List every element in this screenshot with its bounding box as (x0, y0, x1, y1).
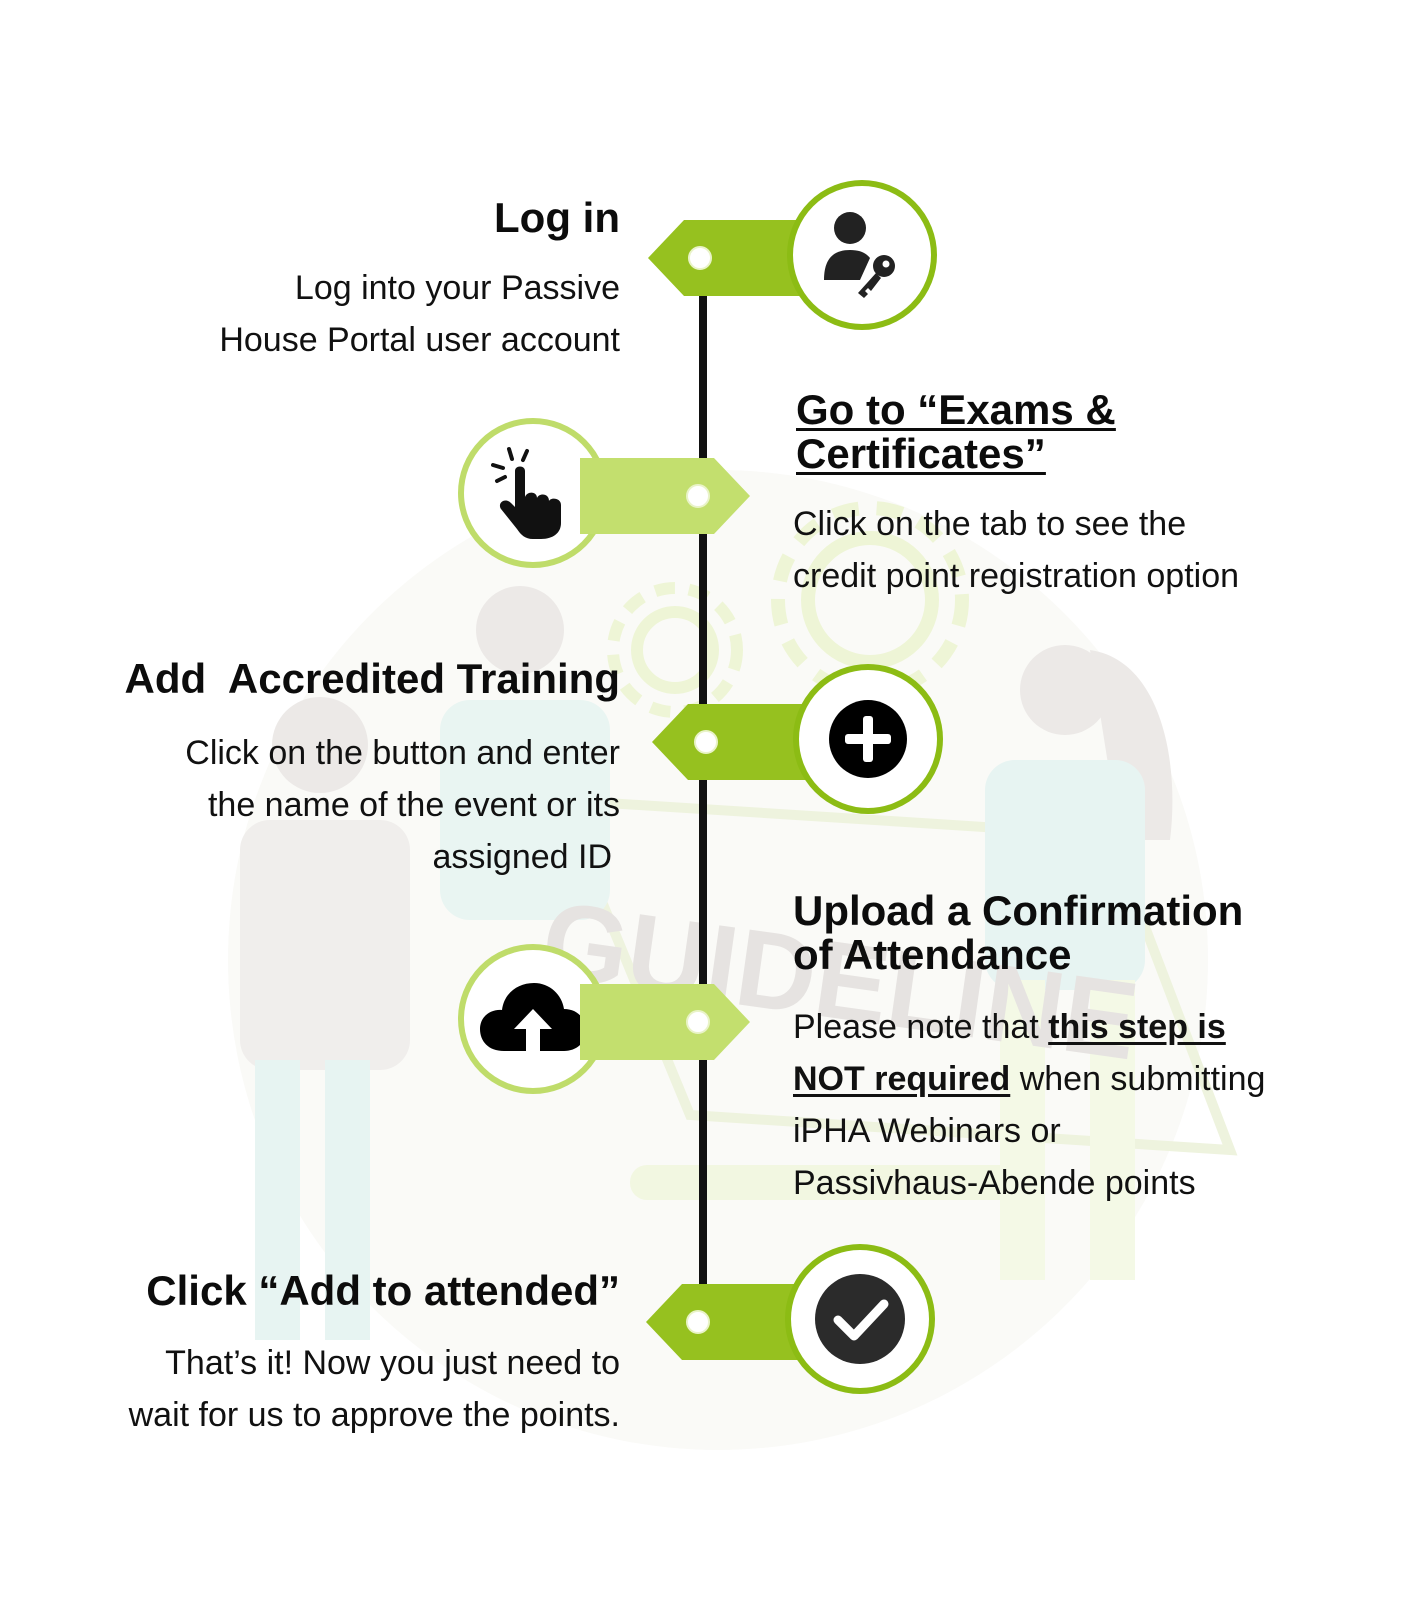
step-1-title: Log in (494, 194, 620, 241)
step-4-desc-line3: iPHA Webinars or (793, 1112, 1061, 1150)
step-1-tag-hole (688, 246, 712, 270)
person-right-figure (985, 645, 1173, 1280)
step-3-desc-line1: Click on the button and enter (185, 734, 620, 772)
check-circle-icon (815, 1274, 905, 1364)
cloud-upload-icon (480, 983, 586, 1055)
step-3-description: Click on the button and enter the name o… (100, 727, 620, 883)
step-1-desc-line2: House Portal user account (219, 321, 620, 359)
user-key-icon (824, 212, 895, 298)
step-4-description: Please note that this step is NOT requir… (793, 1001, 1393, 1209)
person-left-figure (240, 697, 410, 1340)
step-4-title: Upload a Confirmation of Attendance (793, 889, 1393, 977)
step-2-tag-hole (686, 484, 710, 508)
step-1-icon-circle (787, 180, 937, 330)
step-3-desc-line2: the name of the event or its (207, 786, 620, 824)
step-1-desc-line1: Log into your Passive (294, 269, 620, 307)
step-2-title-line1: Go to “Exams & (796, 386, 1116, 433)
plus-circle-icon (829, 700, 907, 778)
step-2-tag (580, 458, 750, 534)
step-2-title: Go to “Exams & Certificates” (796, 388, 1356, 476)
step-4-desc-pre: Please note that (793, 1008, 1049, 1046)
step-4-tag-hole (686, 1010, 710, 1034)
step-2-title-line2: Certificates” (796, 430, 1046, 477)
step-4-desc-post: when submitting (1010, 1060, 1266, 1098)
step-4-desc-emphasis-1: this step is (1048, 1008, 1226, 1046)
step-2-desc-line2: credit point registration option (793, 557, 1240, 595)
step-4-title-line1: Upload a Confirmation (793, 887, 1244, 934)
step-4-title-line2: of Attendance (793, 931, 1072, 978)
step-2-desc-line1: Click on the tab to see the (793, 505, 1187, 543)
timeline-line (699, 256, 707, 1326)
gear-icon (607, 582, 743, 718)
step-5-description: That’s it! Now you just need to wait for… (40, 1337, 620, 1441)
step-5-icon-circle (785, 1244, 935, 1394)
step-4-desc-line4: Passivhaus-Abende points (793, 1164, 1196, 1202)
step-5-desc-line1: That’s it! Now you just need to (165, 1344, 620, 1382)
step-3-icon-circle (793, 664, 943, 814)
board-stripe (630, 1165, 1030, 1200)
step-3-tag-hole (694, 730, 718, 754)
step-5-title: Click “Add to attended” (146, 1267, 620, 1314)
step-4-tag (580, 984, 750, 1060)
step-4-desc-emphasis-2: NOT required (793, 1060, 1011, 1098)
step-2-description: Click on the tab to see the credit point… (793, 498, 1353, 602)
step-1-description: Log into your Passive House Portal user … (120, 262, 620, 366)
person-middle-figure (440, 586, 610, 920)
step-3-desc-line3: assigned ID (432, 838, 612, 876)
step-5-tag-hole (686, 1310, 710, 1334)
step-4-icon-circle (458, 944, 608, 1094)
step-5-desc-line2: wait for us to approve the points. (128, 1396, 620, 1434)
step-3-title: Add Accredited Training (124, 655, 620, 702)
pointer-click-icon (491, 447, 561, 539)
